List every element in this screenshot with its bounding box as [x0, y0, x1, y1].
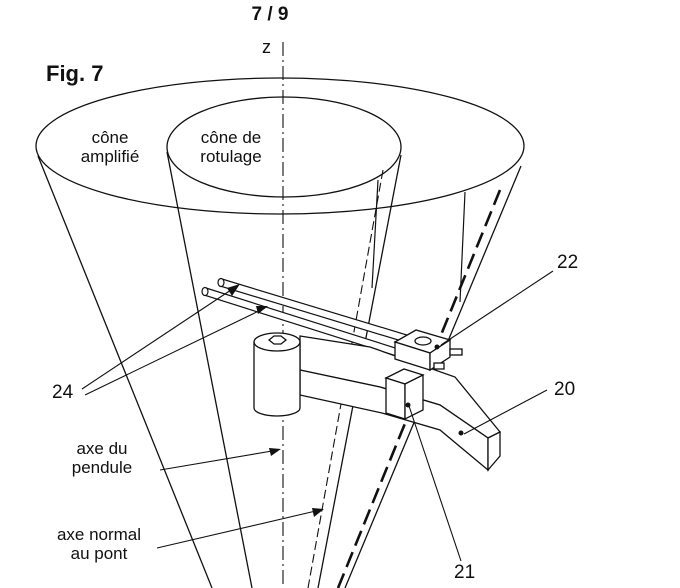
pendulum-axis-label-line1: axe du	[76, 439, 128, 458]
leader-21	[408, 405, 462, 562]
leader-dots	[405, 344, 464, 436]
hinge-cone-label: cône de rotulage	[181, 128, 281, 166]
reference-24: 24	[52, 382, 74, 403]
normal-axis-label-line1: axe normal	[56, 525, 142, 544]
reference-22: 22	[557, 252, 579, 273]
reference-20: 20	[554, 379, 576, 400]
normal-axis-label: axe normal au pont	[36, 525, 162, 563]
page-number: 7 / 9	[251, 4, 289, 25]
amplified-cone	[35, 77, 525, 588]
arrowheads	[227, 284, 324, 517]
hinge-cone-rim	[166, 96, 402, 198]
amplified-cone-label: cône amplifié	[60, 128, 160, 166]
pendulum-axis-label: axe du pendule	[42, 439, 162, 477]
z-axis-label: z	[262, 37, 271, 57]
normal-axis-label-line2: au pont	[70, 543, 128, 563]
hinge-cone-label-line2: rotulage	[200, 146, 262, 166]
leader-24-lower	[84, 307, 266, 396]
rod-upper	[219, 278, 421, 347]
leader-normal-axis	[156, 509, 321, 549]
leader-20	[463, 389, 548, 435]
figure-title: Fig. 7	[46, 61, 104, 86]
hex-socket	[267, 335, 288, 345]
leader-lines	[81, 270, 554, 562]
rods-24	[201, 277, 421, 360]
pendulum-axis-label-line2: pendule	[71, 457, 133, 477]
hinge-cone-label-line1: cône de	[200, 128, 262, 147]
leader-24-upper	[81, 285, 238, 390]
amplified-cone-left-edge	[37, 155, 213, 588]
amplified-cone-label-line1: cône	[91, 128, 129, 147]
amplified-cone-rim	[35, 77, 525, 215]
hinge-cylinder	[253, 332, 301, 417]
leader-pendulum-axis	[159, 449, 279, 471]
reference-21: 21	[454, 562, 476, 583]
amplified-cone-label-line2: amplifié	[80, 146, 140, 166]
hinge-cone-left-edge	[166, 151, 253, 588]
rim-tick-marks	[371, 179, 466, 303]
leader-22	[440, 270, 554, 346]
arm-end-face	[487, 430, 501, 472]
post-21	[384, 368, 425, 421]
